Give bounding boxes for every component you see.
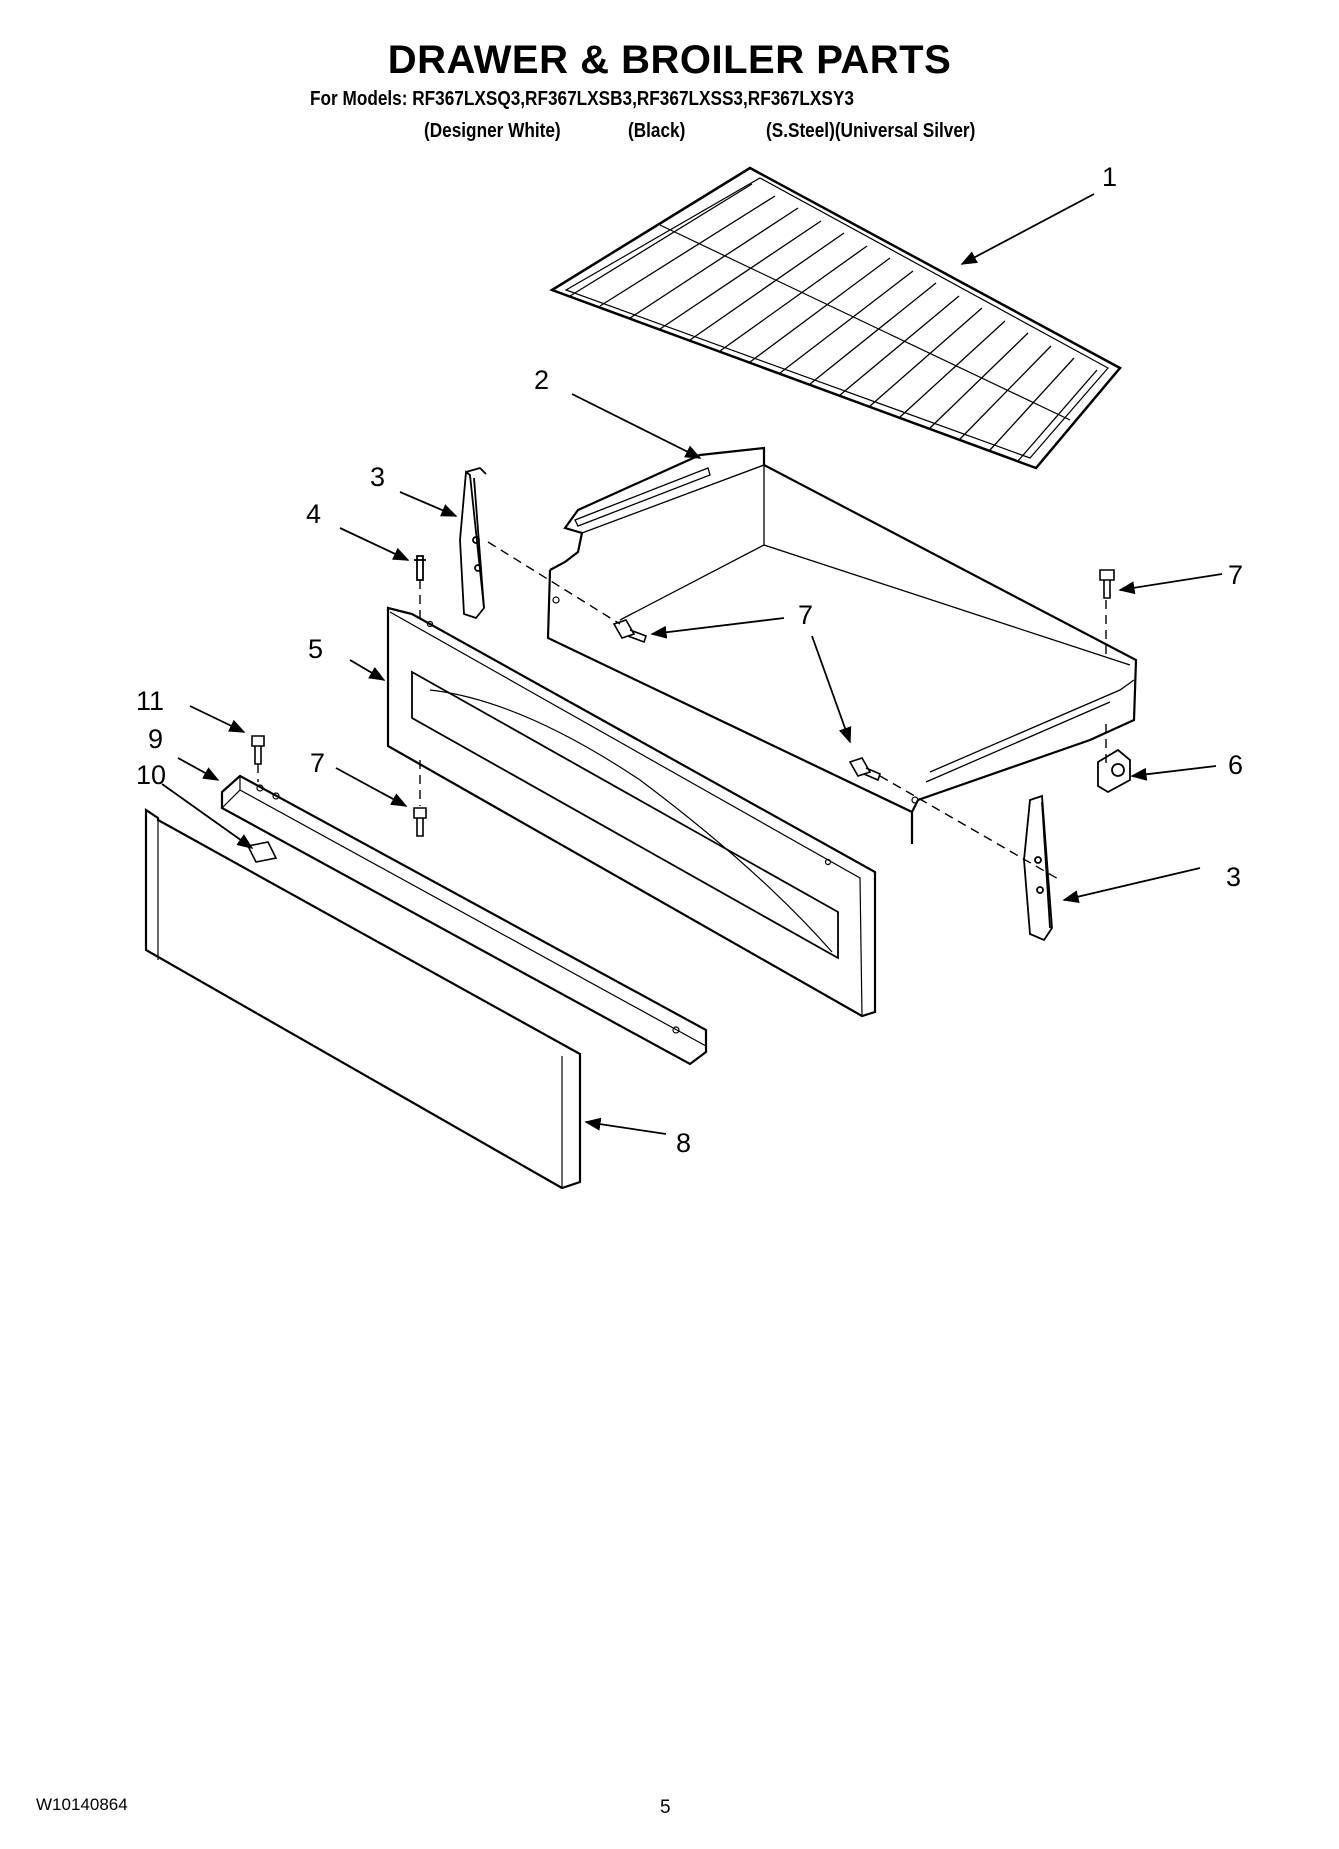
models-line: For Models: RF367LXSQ3,RF367LXSB3,RF367L… — [310, 88, 854, 110]
callout-1: 1 — [1102, 162, 1117, 192]
clip-part-10 — [246, 841, 278, 863]
broiler-rack — [549, 166, 1122, 470]
screw-part-11 — [251, 735, 265, 765]
callout-6: 6 — [1228, 750, 1243, 780]
alignment-lines — [257, 541, 1107, 881]
drawer-body — [546, 446, 1138, 844]
drawer-front-panel — [386, 606, 877, 1018]
callout-3-left: 3 — [370, 462, 385, 492]
screw-7-lower — [413, 807, 427, 837]
bracket-part-6 — [1097, 748, 1131, 794]
callout-5: 5 — [308, 634, 323, 664]
page-number: 5 — [660, 1797, 671, 1818]
page-title: DRAWER & BROILER PARTS — [387, 38, 952, 82]
callout-2: 2 — [534, 365, 549, 395]
callout-9: 9 — [148, 724, 163, 754]
callout-7-top-right: 7 — [1228, 560, 1243, 590]
trim-strip — [220, 774, 708, 1066]
callout-10: 10 — [136, 760, 166, 790]
callout-11: 11 — [136, 686, 164, 716]
callout-7-center: 7 — [798, 600, 813, 630]
finish-designer-white: (Designer White) — [424, 120, 561, 142]
outer-drawer-panel — [144, 807, 582, 1190]
screw-7-top — [1099, 569, 1115, 599]
callout-8: 8 — [676, 1128, 691, 1158]
stud-part-4 — [414, 555, 426, 581]
leader-arrows — [161, 193, 1223, 1135]
screw-7-right — [848, 757, 881, 782]
callout-3-right: 3 — [1226, 862, 1241, 892]
header: DRAWER & BROILER PARTS For Models: RF367… — [0, 0, 1339, 150]
screw-7-center — [612, 619, 648, 644]
callout-7-lower: 7 — [310, 748, 325, 778]
document-code: W10140864 — [36, 1795, 128, 1814]
finish-black: (Black) — [628, 120, 686, 142]
drawer-slide-left — [459, 466, 487, 620]
callout-4: 4 — [306, 499, 321, 529]
finish-steel-silver: (S.Steel)(Universal Silver) — [766, 120, 976, 142]
